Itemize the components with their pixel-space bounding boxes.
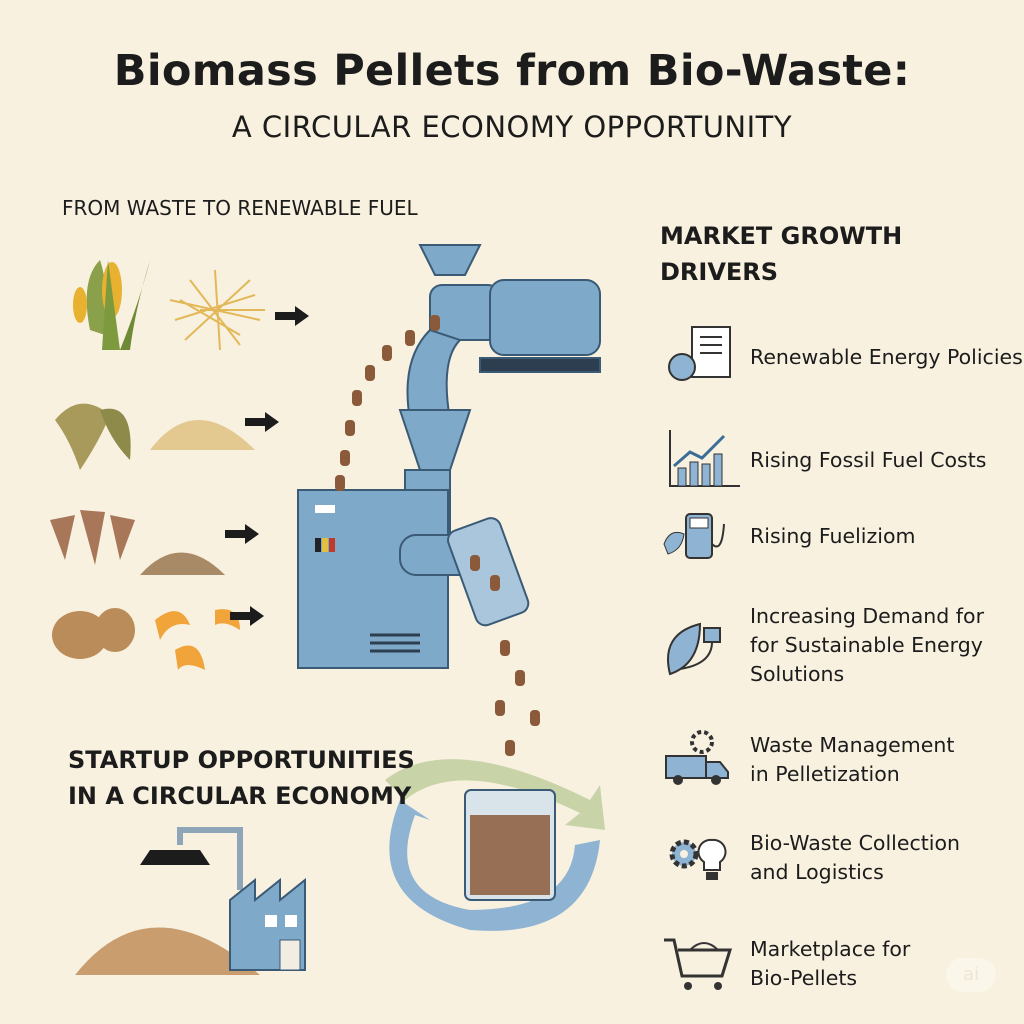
driver-label: Waste Management bbox=[750, 733, 955, 757]
truck-gear-icon bbox=[665, 730, 729, 785]
driver-item: Waste Management in Pelletization bbox=[660, 728, 954, 792]
driver-label: Marketplace for bbox=[750, 937, 911, 961]
sawdust-pile-icon bbox=[150, 420, 255, 450]
driver-label: Solutions bbox=[750, 662, 845, 686]
driver-item: Marketplace for Bio-Pellets bbox=[660, 932, 910, 996]
straw-icon bbox=[169, 269, 265, 351]
driver-label: Rising Fueliziom bbox=[750, 523, 916, 548]
page-title: Biomass Pellets from Bio-Waste: bbox=[113, 46, 911, 96]
driver-label: Increasing Demand for bbox=[750, 604, 984, 628]
fuel-pump-leaf-icon bbox=[663, 513, 725, 559]
drivers-heading-line: MARKET GROWTH bbox=[660, 222, 903, 250]
hopper bbox=[418, 244, 482, 276]
driver-label: Rising Fossil Fuel Costs bbox=[750, 447, 987, 472]
cycle-arrow-top bbox=[385, 759, 605, 830]
leaf-plug-icon bbox=[667, 622, 721, 675]
driver-label: for Sustainable Energy bbox=[750, 633, 983, 657]
chips-pile-icon bbox=[140, 552, 225, 575]
wood-chips-icon bbox=[50, 510, 135, 565]
potato-icon bbox=[52, 608, 135, 659]
process-heading: FROM WASTE TO RENEWABLE FUEL bbox=[62, 196, 418, 220]
peels-icon bbox=[155, 609, 240, 670]
pellet-machine-illustration bbox=[297, 244, 605, 931]
drivers-heading: MARKET GROWTH DRIVERS bbox=[660, 218, 902, 290]
driver-label: Bio-Pellets bbox=[750, 966, 858, 990]
shopping-cart-icon bbox=[664, 938, 733, 990]
arrow-icons bbox=[225, 306, 309, 626]
driver-label: in Pelletization bbox=[750, 762, 900, 786]
driver-label: and Logistics bbox=[750, 860, 884, 884]
drivers-heading-line: DRIVERS bbox=[660, 258, 779, 286]
driver-item: Increasing Demand for for Sustainable En… bbox=[660, 602, 984, 689]
driver-label: Renewable Energy Policies bbox=[750, 344, 1023, 369]
corn-icon bbox=[73, 260, 150, 350]
policy-document-icon bbox=[668, 326, 731, 381]
startup-heading-line: STARTUP OPPORTUNITIES bbox=[68, 746, 415, 774]
leaves-icon bbox=[55, 403, 131, 470]
gear-bulb-icon bbox=[669, 838, 727, 880]
biomass-feedstock-illustration bbox=[50, 260, 309, 670]
driver-item: Renewable Energy Policies bbox=[660, 325, 1023, 389]
sawdust-pile bbox=[75, 927, 260, 975]
rising-chart-icon bbox=[669, 430, 740, 487]
factory-illustration bbox=[75, 827, 306, 975]
driver-item: Bio-Waste Collection and Logistics bbox=[660, 826, 960, 890]
driver-label: Bio-Waste Collection bbox=[750, 831, 961, 855]
driver-item: Rising Fueliziom bbox=[660, 504, 915, 568]
page-subtitle: A CIRCULAR ECONOMY OPPORTUNITY bbox=[231, 110, 793, 144]
startup-heading: STARTUP OPPORTUNITIES IN A CIRCULAR ECON… bbox=[68, 742, 415, 814]
watermark: ai bbox=[946, 958, 996, 992]
startup-heading-line: IN A CIRCULAR ECONOMY bbox=[68, 782, 412, 810]
driver-item: Rising Fossil Fuel Costs bbox=[660, 428, 986, 492]
